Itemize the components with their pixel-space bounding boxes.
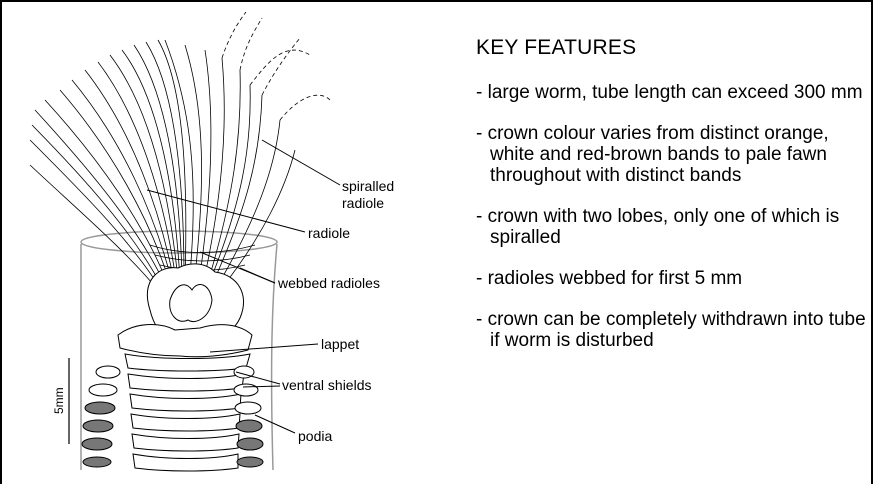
feature-item: - crown can be completely withdrawn into… bbox=[476, 309, 866, 351]
scale-bar-label: 5mm bbox=[52, 387, 66, 414]
feature-item: - crown colour varies from distinct oran… bbox=[476, 123, 866, 186]
key-features-heading: KEY FEATURES bbox=[476, 36, 866, 60]
label-webbed-radioles: webbed radioles bbox=[277, 275, 380, 291]
ventral-shields bbox=[125, 354, 250, 471]
feature-item: - large worm, tube length can exceed 300… bbox=[476, 82, 866, 103]
label-lappet: lappet bbox=[321, 336, 359, 352]
feature-item: - crown with two lobes, only one of whic… bbox=[476, 206, 866, 248]
spiralled-radiole-tips bbox=[222, 12, 330, 120]
label-ventral-shields: ventral shields bbox=[282, 377, 372, 393]
key-features-list: - large worm, tube length can exceed 300… bbox=[476, 82, 866, 351]
left-podia bbox=[82, 366, 120, 467]
label-spiralled-radiole-line2: radiole bbox=[342, 195, 384, 211]
key-features-panel: KEY FEATURES - large worm, tube length c… bbox=[476, 36, 866, 371]
label-spiralled-radiole-line1: spiralled bbox=[342, 178, 394, 194]
crown-base bbox=[118, 264, 252, 357]
feature-item: - radioles webbed for first 5 mm bbox=[476, 268, 866, 289]
worm-illustration: spiralled radiole radiole webbed radiole… bbox=[0, 0, 470, 484]
label-podia: podia bbox=[298, 428, 332, 444]
label-radiole: radiole bbox=[308, 225, 350, 241]
